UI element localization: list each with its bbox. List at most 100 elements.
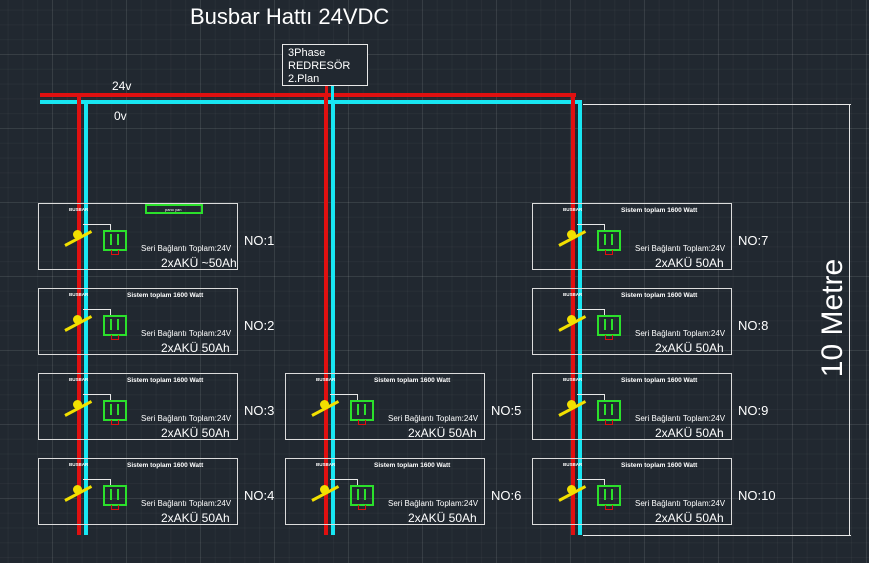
battery-icon: [597, 485, 621, 506]
panel-busbar-label: BUSBAR: [69, 207, 89, 212]
fuse-icon: [320, 485, 329, 494]
panel-busbar-label: BUSBAR: [563, 292, 583, 297]
fuse-icon: [567, 315, 576, 324]
panel-wire: [110, 309, 111, 317]
panel-wire: [83, 394, 111, 395]
panel-series-text: Seri Bağlantı Toplam:24V: [635, 414, 726, 423]
battery-icon: [103, 485, 127, 506]
panel-wire: [577, 224, 605, 225]
battery-icon: [597, 315, 621, 336]
battery-terminal-icon: [605, 420, 613, 425]
panel-battery-text: 2xAKÜ ~50Ah: [161, 256, 237, 270]
fuse-icon: [567, 485, 576, 494]
battery-terminal-icon: [358, 505, 366, 510]
fuse-icon: [567, 400, 576, 409]
battery-panel[interactable]: BUSBAR Sistem toplam 1600 Watt Seri Bağl…: [532, 203, 732, 270]
battery-panel[interactable]: BUSBAR Sistem toplam 1600 Watt Seri Bağl…: [285, 458, 485, 525]
battery-terminal-icon: [111, 250, 119, 255]
fuse-icon: [73, 485, 82, 494]
panel-busbar-label: BUSBAR: [69, 462, 89, 467]
battery-icon: [350, 485, 374, 506]
panel-number-label: NO:5: [491, 403, 522, 418]
panel-wire: [604, 394, 605, 402]
panel-number-label: NO:4: [244, 488, 275, 503]
dimension-bottom-tick: [583, 535, 851, 536]
panel-battery-text: 2xAKÜ 50Ah: [161, 511, 230, 525]
green-tag: pano yan: [145, 204, 203, 214]
battery-terminal-icon: [605, 335, 613, 340]
panel-header: Sistem toplam 1600 Watt: [621, 377, 698, 384]
panel-busbar-label: BUSBAR: [316, 462, 336, 467]
panel-wire: [83, 479, 111, 480]
panel-wire: [110, 394, 111, 402]
panel-busbar-label: BUSBAR: [316, 377, 336, 382]
panel-wire: [110, 224, 111, 232]
panel-header: Sistem toplam 1600 Watt: [621, 292, 698, 299]
battery-terminal-icon: [358, 420, 366, 425]
battery-terminal-icon: [605, 505, 613, 510]
page-title: Busbar Hattı 24VDC: [190, 4, 390, 29]
rectifier-positive-lead: [325, 86, 328, 97]
dimension-label: 10 Metre: [816, 258, 849, 378]
panel-battery-text: 2xAKÜ 50Ah: [161, 426, 230, 440]
panel-battery-text: 2xAKÜ 50Ah: [655, 256, 724, 270]
battery-panel[interactable]: BUSBAR Sistem toplam 1600 Watt Seri Bağl…: [38, 458, 238, 525]
panel-wire: [604, 479, 605, 487]
battery-terminal-icon: [111, 505, 119, 510]
panel-number-label: NO:8: [738, 318, 769, 333]
battery-icon: [597, 230, 621, 251]
green-tag-label: pano yan: [165, 207, 182, 212]
panel-header: Sistem toplam 1600 Watt: [127, 462, 204, 469]
panel-wire: [357, 394, 358, 402]
rectifier-line-3: 2.Plan: [288, 73, 320, 85]
panel-battery-text: 2xAKÜ 50Ah: [655, 511, 724, 525]
battery-panel[interactable]: BUSBAR Sistem toplam 1600 Watt Seri Bağl…: [532, 458, 732, 525]
panel-wire: [357, 479, 358, 487]
panel-header: Sistem toplam 1600 Watt: [374, 377, 451, 384]
panel-header: Sistem toplam 1600 Watt: [127, 292, 204, 299]
battery-panel[interactable]: BUSBAR Sistem toplam 1600 Watt Seri Bağl…: [38, 373, 238, 440]
panel-header: Sistem toplam 1600 Watt: [621, 462, 698, 469]
panel-wire: [330, 479, 358, 480]
dimension-top-tick: [583, 104, 851, 105]
fuse-icon: [73, 400, 82, 409]
panel-wire: [83, 224, 111, 225]
panel-series-text: Seri Bağlantı Toplam:24V: [141, 499, 232, 508]
panel-busbar-label: BUSBAR: [563, 207, 583, 212]
panel-wire: [577, 394, 605, 395]
panel-series-text: Seri Bağlantı Toplam:24V: [388, 499, 479, 508]
battery-panel[interactable]: BUSBAR Sistem toplam 1600 Watt Seri Bağl…: [285, 373, 485, 440]
battery-icon: [597, 400, 621, 421]
battery-icon: [103, 230, 127, 251]
panel-header: Sistem toplam 1600 Watt: [374, 462, 451, 469]
dimension-line: [849, 104, 850, 536]
panel-number-label: NO:1: [244, 233, 275, 248]
panel-series-text: Seri Bağlantı Toplam:24V: [635, 244, 726, 253]
battery-panel[interactable]: BUSBAR Seri Bağlantı Toplam:24V 2xAKÜ ~5…: [38, 203, 238, 270]
right-positive-drop: [571, 93, 575, 535]
panel-header: Sistem toplam 1600 Watt: [621, 207, 698, 214]
battery-panel[interactable]: BUSBAR Sistem toplam 1600 Watt Seri Bağl…: [532, 288, 732, 355]
fuse-icon: [567, 230, 576, 239]
fuse-icon: [73, 315, 82, 324]
panel-busbar-label: BUSBAR: [563, 462, 583, 467]
rectifier-zero-lead: [331, 86, 334, 104]
rectifier-box[interactable]: 3Phase REDRESÖR 2.Plan: [282, 44, 368, 86]
panel-wire: [577, 479, 605, 480]
positive-rail-label: 24v: [112, 79, 132, 93]
panel-battery-text: 2xAKÜ 50Ah: [161, 341, 230, 355]
battery-icon: [103, 400, 127, 421]
panel-wire: [83, 309, 111, 310]
left-positive-drop: [77, 93, 81, 535]
battery-panel[interactable]: BUSBAR Sistem toplam 1600 Watt Seri Bağl…: [532, 373, 732, 440]
zero-rail-label: 0v: [114, 109, 127, 123]
panel-series-text: Seri Bağlantı Toplam:24V: [388, 414, 479, 423]
panel-wire: [330, 394, 358, 395]
panel-wire: [110, 479, 111, 487]
panel-busbar-label: BUSBAR: [563, 377, 583, 382]
panel-battery-text: 2xAKÜ 50Ah: [655, 341, 724, 355]
battery-panel[interactable]: BUSBAR Sistem toplam 1600 Watt Seri Bağl…: [38, 288, 238, 355]
panel-number-label: NO:7: [738, 233, 769, 248]
positive-main-rail: [40, 93, 576, 97]
panel-series-text: Seri Bağlantı Toplam:24V: [141, 244, 232, 253]
